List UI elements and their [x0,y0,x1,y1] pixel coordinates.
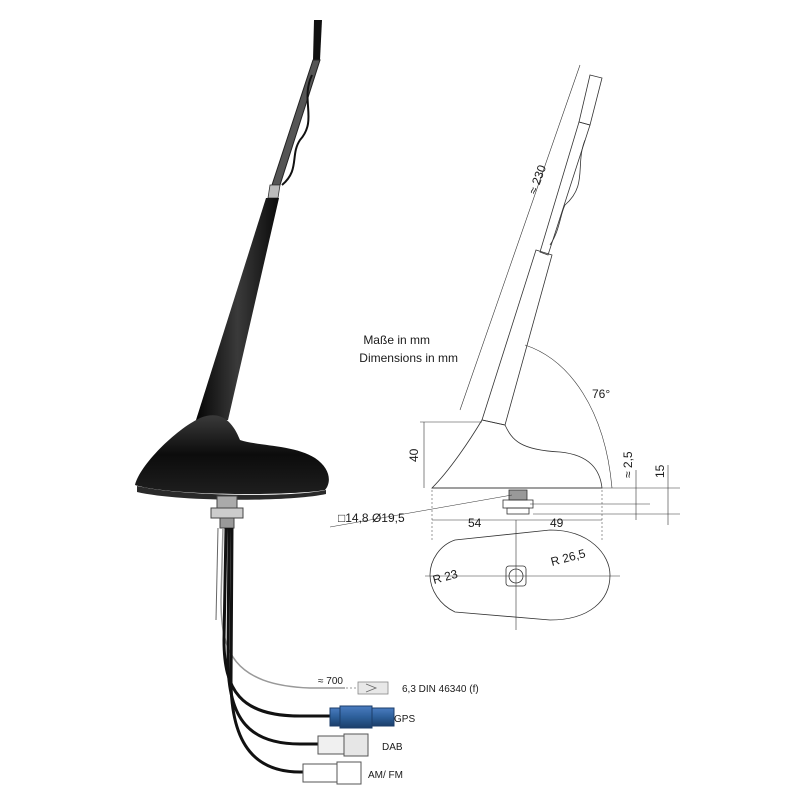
connector-amfm-label: AM/ FM [368,770,403,781]
antenna-product-render [135,20,345,774]
dimensions-title-de: Maße in mm [363,333,430,347]
antenna-base [135,415,329,495]
cable-gps [222,527,335,718]
cable-ground [220,527,345,689]
connector-dab-label: DAB [382,742,403,753]
whip-tip [313,20,322,60]
dimensions-title-en: Dimensions in mm [359,351,458,365]
cable-amfm [229,527,305,774]
cable-dab [226,527,320,746]
dim-mount: □14,8 Ø19,5 [338,511,405,525]
dim-angle: 76° [592,387,610,401]
mount-nut [210,507,244,519]
dim-height: 40 [407,448,421,462]
connector-spade [357,681,389,695]
dim-radius-rear: R 26,5 [549,546,587,569]
dim-front: 54 [468,516,482,530]
technical-drawing [329,64,680,630]
connector-gps-label: GPS [394,714,415,725]
cable-length-label: ≈ 700 [318,676,343,687]
connector-amfm [302,761,362,785]
mount-thread [216,495,238,509]
dim-radius-front: R 23 [431,567,459,587]
antenna-mast [196,198,279,420]
dim-depth: 15 [653,464,667,478]
connector-gps [329,705,395,729]
connector-spade-label: 6,3 DIN 46340 (f) [402,684,479,695]
connector-dab [317,733,369,757]
dim-length: ≈ 230 [526,163,550,196]
dim-gap: ≈ 2,5 [621,451,635,478]
dim-rear: 49 [550,516,564,530]
